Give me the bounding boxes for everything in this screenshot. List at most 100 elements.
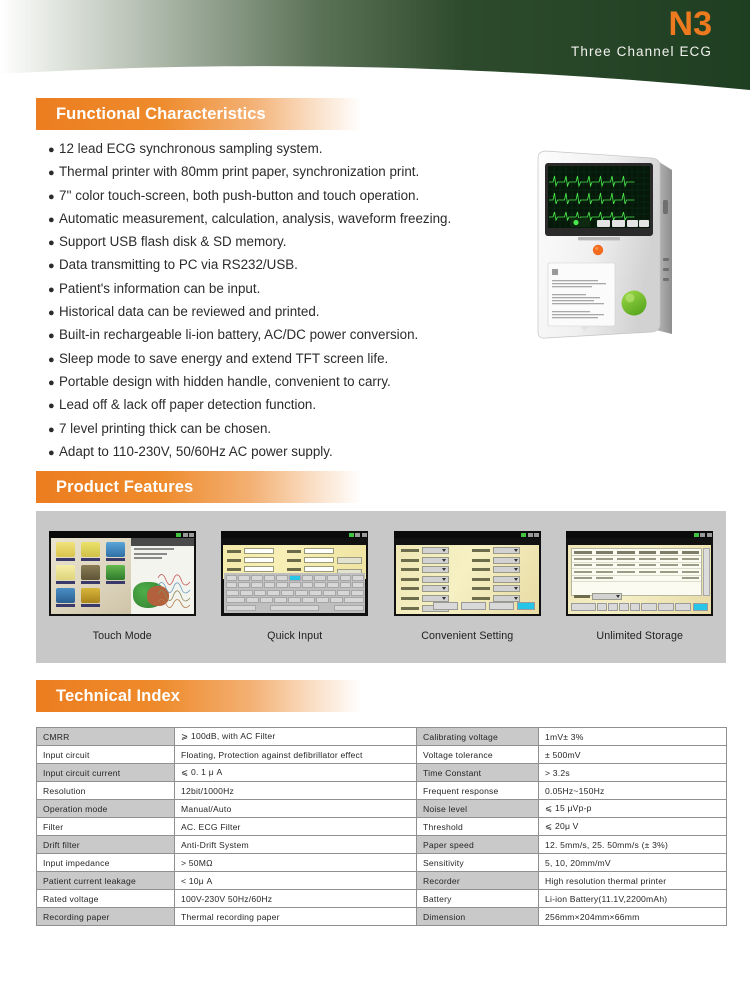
key[interactable] bbox=[352, 574, 364, 581]
key[interactable] bbox=[239, 589, 253, 596]
app-icon-search[interactable] bbox=[80, 542, 102, 561]
key[interactable] bbox=[316, 597, 330, 604]
screenshot-quick-input[interactable] bbox=[221, 531, 369, 616]
age-field[interactable] bbox=[244, 566, 275, 572]
key[interactable] bbox=[263, 574, 276, 581]
name-field[interactable] bbox=[244, 548, 275, 554]
key[interactable] bbox=[288, 582, 301, 589]
app-icon-body[interactable] bbox=[105, 542, 127, 561]
back-key[interactable] bbox=[344, 597, 364, 604]
bp-field[interactable] bbox=[304, 566, 335, 572]
first-page-button[interactable] bbox=[597, 603, 607, 611]
app-icon-power[interactable] bbox=[80, 588, 102, 607]
key[interactable] bbox=[267, 589, 281, 596]
key[interactable] bbox=[323, 589, 336, 596]
app-icon-record[interactable] bbox=[55, 565, 77, 584]
ok-button[interactable] bbox=[516, 602, 535, 610]
weight-field[interactable] bbox=[304, 557, 335, 563]
review-button[interactable] bbox=[641, 603, 657, 611]
key[interactable] bbox=[337, 589, 350, 596]
screenshot-unlimited-storage[interactable] bbox=[566, 531, 714, 616]
key[interactable] bbox=[246, 597, 260, 604]
key[interactable] bbox=[238, 574, 251, 581]
table-row[interactable] bbox=[572, 556, 702, 563]
factory-setting-button[interactable] bbox=[432, 602, 458, 610]
space-key[interactable] bbox=[270, 604, 320, 611]
key[interactable] bbox=[274, 597, 288, 604]
tab-key[interactable] bbox=[225, 597, 246, 604]
date-filter-dropdown[interactable] bbox=[592, 593, 623, 600]
setting-dropdown[interactable] bbox=[493, 594, 521, 602]
delete-button[interactable] bbox=[658, 603, 674, 611]
setting-dropdown[interactable] bbox=[493, 547, 521, 554]
key[interactable] bbox=[276, 574, 288, 581]
key[interactable] bbox=[314, 574, 326, 581]
gender-field[interactable] bbox=[244, 557, 275, 563]
table-row[interactable] bbox=[572, 576, 702, 582]
key[interactable] bbox=[251, 574, 263, 581]
export-button[interactable] bbox=[571, 603, 596, 611]
key[interactable] bbox=[339, 582, 352, 589]
table-row[interactable] bbox=[572, 563, 702, 569]
setting-dropdown[interactable] bbox=[421, 556, 449, 564]
key[interactable] bbox=[260, 597, 274, 604]
key[interactable] bbox=[326, 574, 339, 581]
key[interactable] bbox=[251, 582, 263, 589]
key[interactable] bbox=[330, 597, 344, 604]
key[interactable] bbox=[301, 574, 314, 581]
scrollbar[interactable] bbox=[703, 548, 711, 596]
on-screen-keyboard[interactable] bbox=[224, 573, 366, 613]
key[interactable] bbox=[350, 589, 364, 596]
height-field[interactable] bbox=[304, 548, 335, 554]
setting-dropdown[interactable] bbox=[493, 556, 521, 564]
key[interactable] bbox=[295, 589, 309, 596]
screenshot-convenient-setting[interactable] bbox=[393, 531, 541, 616]
status-dot-icon bbox=[521, 532, 527, 537]
key[interactable] bbox=[339, 574, 352, 581]
key[interactable] bbox=[225, 582, 238, 589]
key[interactable] bbox=[326, 582, 339, 589]
key[interactable] bbox=[253, 589, 267, 596]
screenshot-touch-mode[interactable] bbox=[48, 531, 196, 616]
return-button[interactable] bbox=[337, 557, 363, 564]
key[interactable] bbox=[276, 582, 288, 589]
select-all-button[interactable] bbox=[675, 603, 692, 611]
table-row[interactable] bbox=[572, 569, 702, 576]
chevron-down-icon bbox=[442, 596, 447, 600]
app-icon-network[interactable] bbox=[55, 588, 77, 607]
key[interactable] bbox=[288, 597, 302, 604]
return-button[interactable] bbox=[692, 603, 709, 611]
status-dot-icon bbox=[693, 532, 699, 537]
key[interactable] bbox=[281, 589, 295, 596]
cancel-button[interactable] bbox=[488, 602, 514, 610]
setting-dropdown[interactable] bbox=[493, 566, 521, 574]
key[interactable] bbox=[301, 582, 314, 589]
spec-value: Floating, Protection against defibrillat… bbox=[174, 745, 417, 764]
key[interactable] bbox=[263, 582, 276, 589]
next-page-button[interactable] bbox=[619, 603, 629, 611]
caps-key[interactable] bbox=[225, 604, 256, 611]
key[interactable] bbox=[238, 582, 251, 589]
prev-page-button[interactable] bbox=[608, 603, 618, 611]
key[interactable] bbox=[309, 589, 323, 596]
setting-dropdown[interactable] bbox=[493, 585, 521, 593]
app-icon-settings[interactable] bbox=[80, 565, 102, 584]
technical-index-table: CMRR ⩾ 100dB, with AC Filter Calibrating… bbox=[36, 727, 727, 926]
last-page-button[interactable] bbox=[630, 603, 640, 611]
key[interactable] bbox=[302, 597, 316, 604]
key[interactable] bbox=[225, 589, 239, 596]
setting-dropdown[interactable] bbox=[421, 594, 449, 602]
default-button[interactable] bbox=[460, 602, 486, 610]
key-selected[interactable] bbox=[288, 574, 301, 581]
setting-dropdown[interactable] bbox=[493, 575, 521, 583]
key[interactable] bbox=[352, 582, 364, 589]
setting-dropdown[interactable] bbox=[421, 566, 449, 574]
setting-dropdown[interactable] bbox=[421, 585, 449, 593]
key[interactable] bbox=[225, 574, 238, 581]
setting-dropdown[interactable] bbox=[421, 575, 449, 583]
app-icon-help[interactable] bbox=[105, 565, 127, 584]
app-icon-patient[interactable] bbox=[55, 542, 77, 561]
setting-dropdown[interactable] bbox=[421, 547, 449, 554]
key[interactable] bbox=[314, 582, 326, 589]
enter-key[interactable] bbox=[333, 604, 364, 611]
